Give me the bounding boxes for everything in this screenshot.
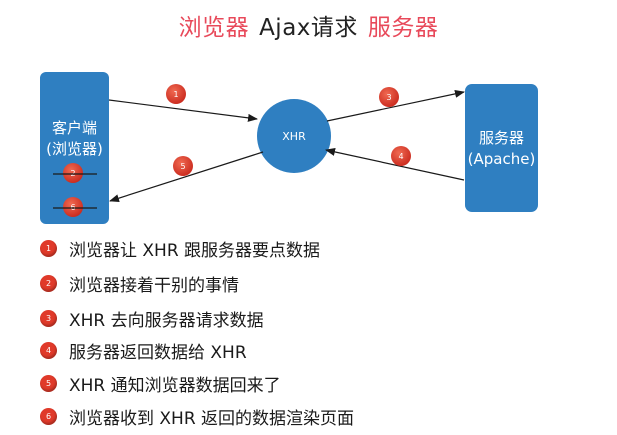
server-label-line2: (Apache) [467, 150, 536, 168]
step-text-5: XHR 通知浏览器数据回来了 [69, 375, 281, 396]
arrow-badge-1: 1 [166, 84, 186, 104]
arrow-badge-3: 3 [379, 87, 399, 107]
server-label-line1: 服务器 [478, 129, 524, 147]
arrow-client-to-xhr [108, 99, 258, 122]
client-badge-6: 6 [53, 197, 97, 217]
arrow-server-to-xhr [325, 148, 465, 181]
step-text-6: 浏览器收到 XHR 返回的数据渲染页面 [69, 408, 355, 429]
title-browser: 浏览器 [178, 15, 250, 41]
step-badge-1: 1 [40, 239, 57, 257]
step-text-4: 服务器返回数据给 XHR [69, 342, 247, 363]
client-label: 客户端 (浏览器) [40, 118, 109, 160]
step-text-3: XHR 去向服务器请求数据 [69, 310, 264, 331]
arrow-badge-5: 5 [173, 156, 193, 176]
xhr-label: XHR [257, 126, 331, 147]
step-badge-3: 3 [40, 309, 57, 327]
svg-text:5: 5 [180, 162, 185, 171]
step-text-1: 浏览器让 XHR 跟服务器要点数据 [69, 240, 321, 261]
step-item-3: 3 XHR 去向服务器请求数据 [40, 306, 264, 331]
step-item-6: 6 浏览器收到 XHR 返回的数据渲染页面 [40, 404, 355, 429]
svg-text:1: 1 [173, 90, 178, 99]
step-badge-2: 2 [40, 274, 57, 292]
step-item-1: 1 浏览器让 XHR 跟服务器要点数据 [40, 236, 321, 261]
xhr-node [257, 99, 331, 173]
arrow-xhr-to-client [109, 151, 264, 203]
title-ajax: Ajax请求 [259, 15, 358, 41]
arrow-badge-4: 4 [391, 146, 411, 166]
client-badge-2: 2 [53, 163, 97, 183]
server-box [465, 84, 538, 212]
client-box [40, 72, 109, 224]
xhr-label-text: XHR [282, 130, 306, 143]
client-label-line1: 客户端 [51, 119, 97, 137]
step-badge-6: 6 [40, 407, 57, 425]
svg-text:4: 4 [398, 152, 403, 161]
step-item-2: 2 浏览器接着干别的事情 [40, 271, 239, 296]
step-badge-4: 4 [40, 341, 57, 359]
step-text-2: 浏览器接着干别的事情 [69, 275, 239, 296]
title-server: 服务器 [367, 15, 439, 41]
svg-text:3: 3 [386, 93, 391, 102]
client-label-line2: (浏览器) [46, 140, 103, 158]
step-item-5: 5 XHR 通知浏览器数据回来了 [40, 371, 281, 396]
arrow-xhr-to-server [326, 89, 465, 122]
step-badge-5: 5 [40, 374, 57, 392]
server-label: 服务器 (Apache) [461, 128, 542, 170]
step-item-4: 4 服务器返回数据给 XHR [40, 338, 247, 363]
page-title: 浏览器 Ajax请求服务器 [0, 8, 617, 42]
